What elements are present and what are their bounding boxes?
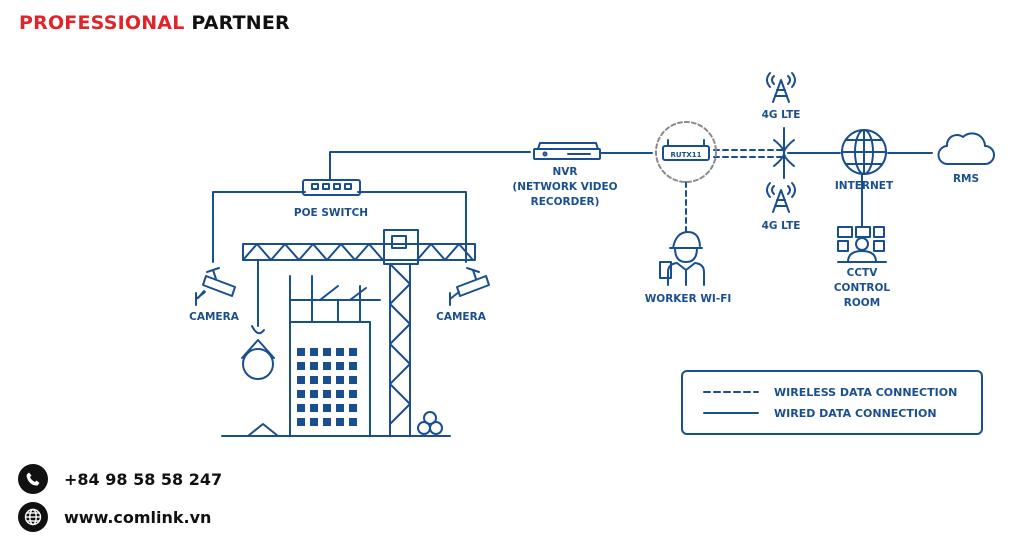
legend: [681, 370, 983, 435]
cloud-icon: [937, 132, 995, 166]
internet-globe-icon: [841, 129, 887, 175]
cctv-label-line2: CONTROL: [834, 282, 891, 294]
camera-left-label: CAMERA: [189, 311, 240, 323]
camera-right-icon: [449, 267, 490, 306]
lte-top-label: 4G LTE: [762, 109, 801, 121]
camera-left-icon: [195, 267, 236, 306]
poe-switch-icon: [302, 179, 361, 196]
router-label: RUTX11: [671, 151, 702, 159]
cctv-label-line3: ROOM: [844, 297, 880, 309]
lte-junction: [773, 127, 795, 179]
nvr-label-line2: (NETWORK VIDEO: [512, 181, 617, 193]
lte-tower-top-icon: [766, 72, 796, 103]
wireless-connections: [685, 149, 785, 237]
brand-title-red: PROFESSIONAL: [19, 12, 185, 34]
worker-wifi-label: WORKER WI-FI: [645, 293, 732, 305]
contact-website: www.comlink.vn: [18, 502, 211, 532]
phone-icon: [18, 464, 48, 494]
camera-right-label: CAMERA: [436, 311, 487, 323]
contact-phone: +84 98 58 58 247: [18, 464, 222, 494]
poe-switch-label: POE SWITCH: [294, 207, 368, 219]
phone-number: +84 98 58 58 247: [64, 469, 223, 489]
globe-icon: [18, 502, 48, 532]
building-windows: [297, 348, 357, 426]
lte-tower-bottom-icon: [766, 182, 796, 213]
rms-label: RMS: [953, 173, 979, 185]
nvr-label-line3: RECORDER): [531, 196, 600, 208]
website-link[interactable]: www.comlink.vn: [64, 507, 212, 527]
legend-wired-label: WIRED DATA CONNECTION: [774, 407, 937, 420]
nvr-label: NVR: [553, 166, 578, 178]
internet-label: INTERNET: [835, 180, 894, 192]
wired-connections: [212, 151, 933, 263]
brand-title: PROFESSIONAL PARTNER: [19, 12, 290, 34]
legend-wireless-label: WIRELESS DATA CONNECTION: [774, 386, 957, 399]
cctv-label-line1: CCTV: [847, 267, 879, 279]
router-icon: [655, 121, 717, 183]
construction-site-illustration: [221, 229, 476, 437]
brand-title-dark: PARTNER: [191, 12, 290, 34]
lte-bottom-label: 4G LTE: [762, 220, 801, 232]
nvr-icon: [533, 142, 601, 160]
cctv-control-room-icon: [837, 226, 887, 263]
worker-icon: [659, 231, 705, 286]
